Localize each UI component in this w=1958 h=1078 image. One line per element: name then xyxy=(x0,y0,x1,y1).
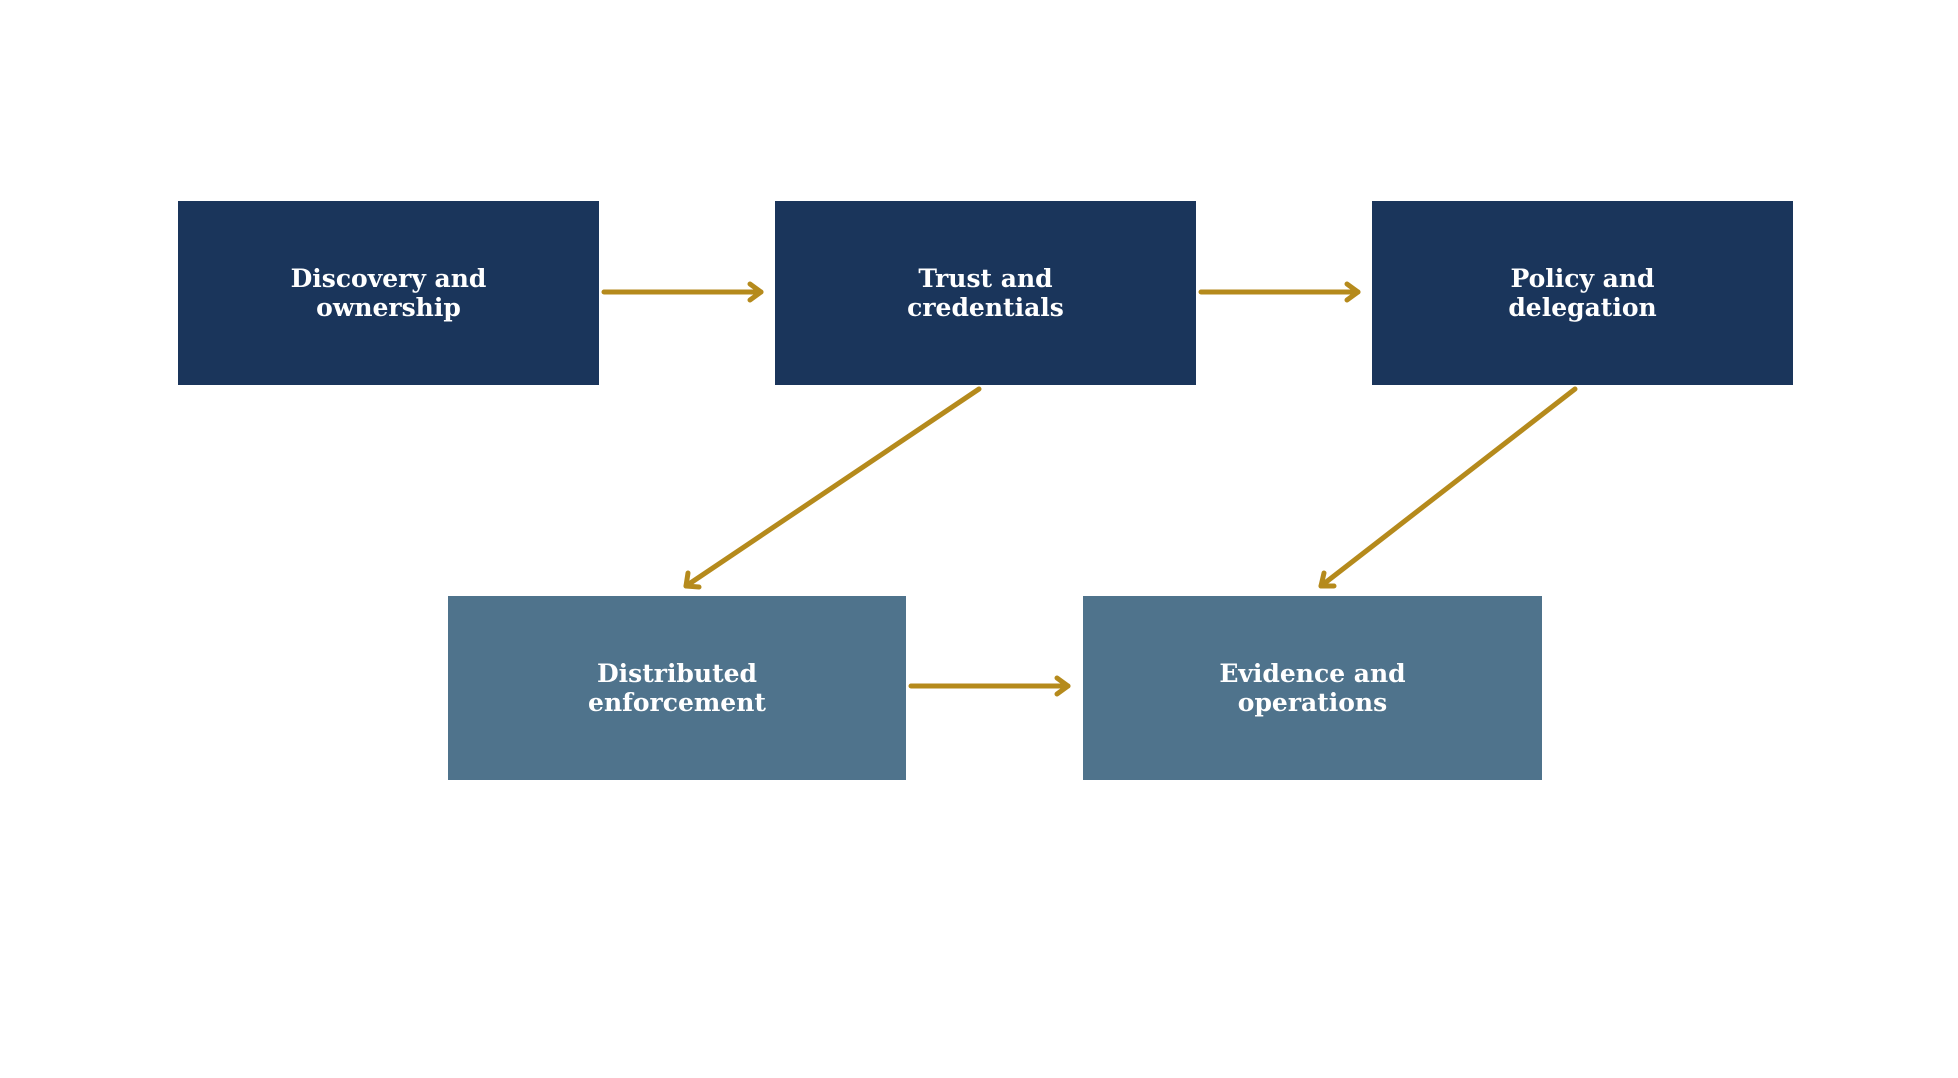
arrowhead-enforcement-to-evidence xyxy=(1054,675,1071,697)
node-distributed-enforcement: Distributed enforcement xyxy=(448,596,906,780)
node-label: Evidence and operations xyxy=(1219,659,1406,717)
node-evidence-and-operations: Evidence and operations xyxy=(1083,596,1542,780)
arrow-policy-to-evidence xyxy=(1318,386,1578,589)
node-label: Distributed enforcement xyxy=(588,659,766,717)
node-label: Trust and credentials xyxy=(907,264,1064,322)
arrow-trust-to-enforcement xyxy=(683,386,982,589)
arrowhead-trust-to-enforcement xyxy=(683,570,702,590)
node-trust-and-credentials: Trust and credentials xyxy=(775,201,1196,385)
node-label: Policy and delegation xyxy=(1508,264,1657,322)
node-discovery-and-ownership: Discovery and ownership xyxy=(178,201,599,385)
arrowhead-policy-to-evidence xyxy=(1318,570,1337,589)
arrowhead-trust-to-policy xyxy=(1344,281,1361,303)
arrowhead-discovery-to-trust xyxy=(747,281,764,303)
node-label: Discovery and ownership xyxy=(290,264,487,322)
node-policy-and-delegation: Policy and delegation xyxy=(1372,201,1793,385)
